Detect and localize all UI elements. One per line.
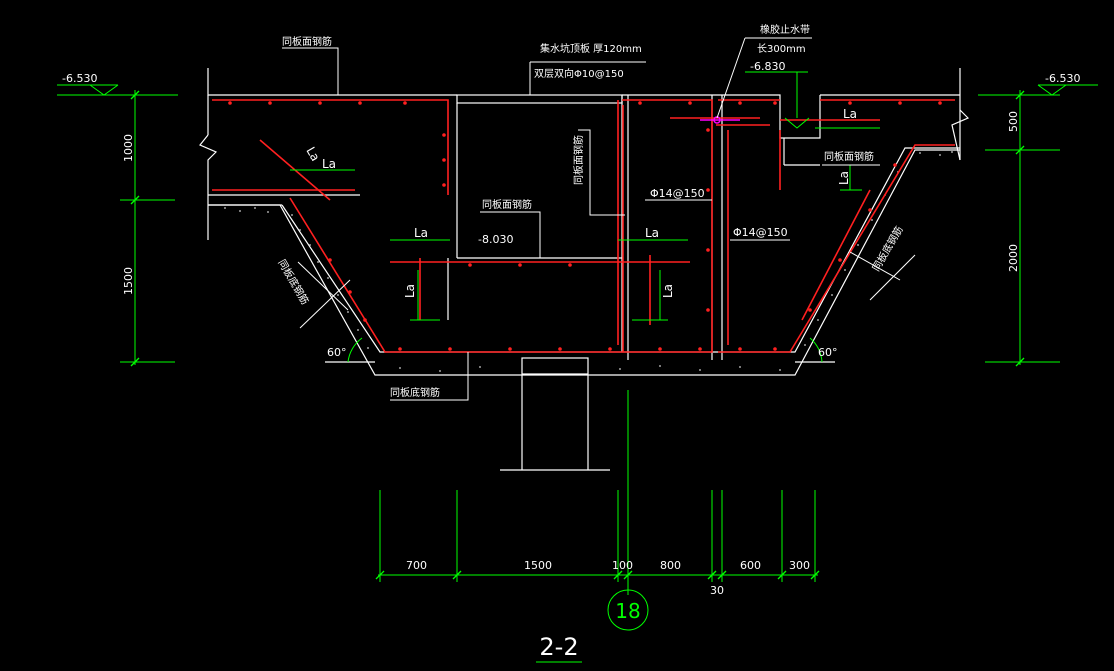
la-label-diag: La — [303, 145, 322, 164]
rebar-dots — [228, 101, 942, 351]
label-bottom-rebar: 同板底钢筋 — [390, 386, 440, 399]
angle-left: 60° — [327, 346, 347, 359]
label-rebar-spec-1: Φ14@150 — [650, 187, 705, 200]
la-label-mid-left: La — [414, 226, 428, 240]
la-label-vert-right: La — [661, 284, 675, 298]
la-label-step: La — [843, 107, 857, 121]
rebar-lines — [212, 99, 955, 353]
structure-outline — [199, 68, 970, 471]
label-right-step-rebar: 同板面钢筋 — [824, 150, 874, 163]
dim-bottom-100: 100 — [612, 559, 633, 572]
dimension-ticks — [130, 90, 1025, 580]
label-sump-cover-rebar: 双层双向Φ10@150 — [534, 67, 624, 80]
dim-right-1: 500 — [1007, 111, 1020, 132]
label-rebar-spec-2: Φ14@150 — [733, 226, 788, 239]
label-wall-rebar-center: 同板面钢筋 — [482, 198, 532, 211]
label-waterstop: 橡胶止水带 — [760, 23, 810, 36]
dim-left-1: 1000 — [122, 134, 135, 162]
angle-right: 60° — [818, 346, 838, 359]
la-label-top: La — [322, 157, 336, 171]
dim-right-2: 2000 — [1007, 244, 1020, 272]
elevation-left: -6.530 — [62, 72, 97, 85]
la-label-vert-left: La — [403, 284, 417, 298]
dim-bottom-300: 300 — [789, 559, 810, 572]
dim-bottom-700: 700 — [406, 559, 427, 572]
axis-bubble-label: 18 — [615, 599, 640, 623]
label-waterstop-length: 长300mm — [757, 43, 806, 55]
label-slab-top-rebar-left: 同板面钢筋 — [282, 35, 332, 48]
label-slope-right-rebar: 同板底钢筋 — [869, 224, 905, 274]
section-title: 2-2 — [539, 633, 578, 661]
dimension-lines — [57, 71, 1098, 663]
elevation-inner-step: -6.830 — [750, 60, 785, 73]
concrete-hatch — [224, 151, 953, 372]
la-label-mid-right: La — [645, 226, 659, 240]
dim-bottom-1500: 1500 — [524, 559, 552, 572]
label-sump-cover: 集水坑顶板 厚120mm — [540, 42, 642, 55]
la-label-step-vert: La — [837, 171, 851, 185]
dim-left-2: 1500 — [122, 267, 135, 295]
dim-bottom-600: 600 — [740, 559, 761, 572]
dim-bottom-30: 30 — [710, 584, 724, 597]
leader-lines — [282, 37, 916, 401]
elevation-inner-floor: -8.030 — [478, 233, 513, 246]
elevation-right: -6.530 — [1045, 72, 1080, 85]
label-slope-left-rebar: 同板底钢筋 — [275, 257, 311, 307]
label-wall-rebar-upper: 同板面钢筋 — [572, 135, 585, 185]
dim-bottom-800: 800 — [660, 559, 681, 572]
